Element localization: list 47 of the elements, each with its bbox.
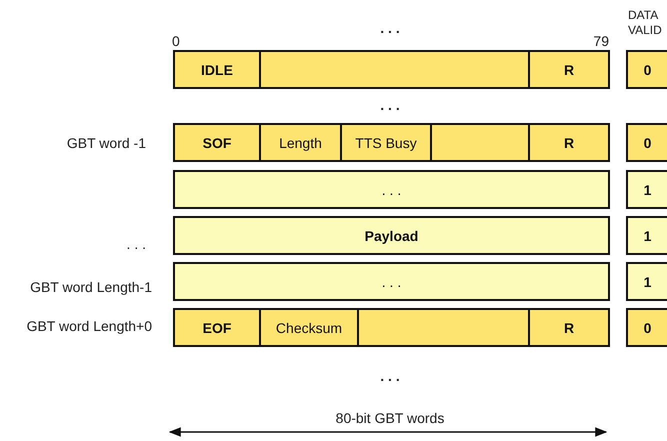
bit-field [626, 170, 667, 209]
bit-index: 0 [172, 33, 180, 49]
field-label: 0 [644, 320, 652, 336]
field-label: 0 [644, 62, 652, 78]
bit-index: 79 [593, 33, 609, 49]
field-label: 1 [644, 182, 652, 198]
field-label: Checksum [276, 320, 342, 336]
field-label: SOF [202, 134, 232, 150]
field-label: 1 [644, 274, 652, 290]
bit-field [173, 216, 610, 255]
field-label: R [564, 320, 574, 336]
bit-field [626, 216, 667, 255]
bit-field [626, 50, 667, 89]
field-label: EOF [202, 320, 232, 336]
field-label: 1 [644, 228, 652, 244]
bit-field [528, 308, 610, 347]
bit-field [626, 123, 667, 162]
column-header: DATA VALID [628, 8, 663, 38]
row-label: GBT word -1 [66, 135, 146, 151]
bit-field [173, 50, 261, 89]
bit-field [259, 308, 359, 347]
ellipsis: . . . [380, 97, 400, 113]
bit-field [528, 123, 610, 162]
field-label: 0 [644, 134, 652, 150]
ellipsis: . . . [126, 236, 146, 252]
field-label: IDLE [201, 62, 233, 78]
field-label: R [564, 134, 574, 150]
row-label: GBT word Length-1 [30, 279, 152, 295]
bit-field [173, 170, 610, 209]
field-label: Length [279, 134, 322, 150]
ellipsis: . . . [380, 368, 400, 384]
field-label: . . . [382, 182, 402, 198]
bit-field [173, 308, 261, 347]
bit-field [626, 308, 667, 347]
bit-field [173, 262, 610, 301]
ellipsis: . . . [380, 20, 400, 36]
bit-field [528, 50, 610, 89]
field-label: Payload [364, 228, 418, 244]
field-label: R [564, 62, 574, 78]
row-label: GBT word Length+0 [26, 318, 152, 334]
dimension-label: 80-bit GBT words [336, 410, 444, 426]
bit-field [259, 123, 342, 162]
bit-field [626, 262, 667, 301]
field-label: TTS Busy [355, 134, 417, 150]
field-label: . . . [382, 274, 402, 290]
bit-field [340, 123, 432, 162]
bit-field [173, 123, 261, 162]
